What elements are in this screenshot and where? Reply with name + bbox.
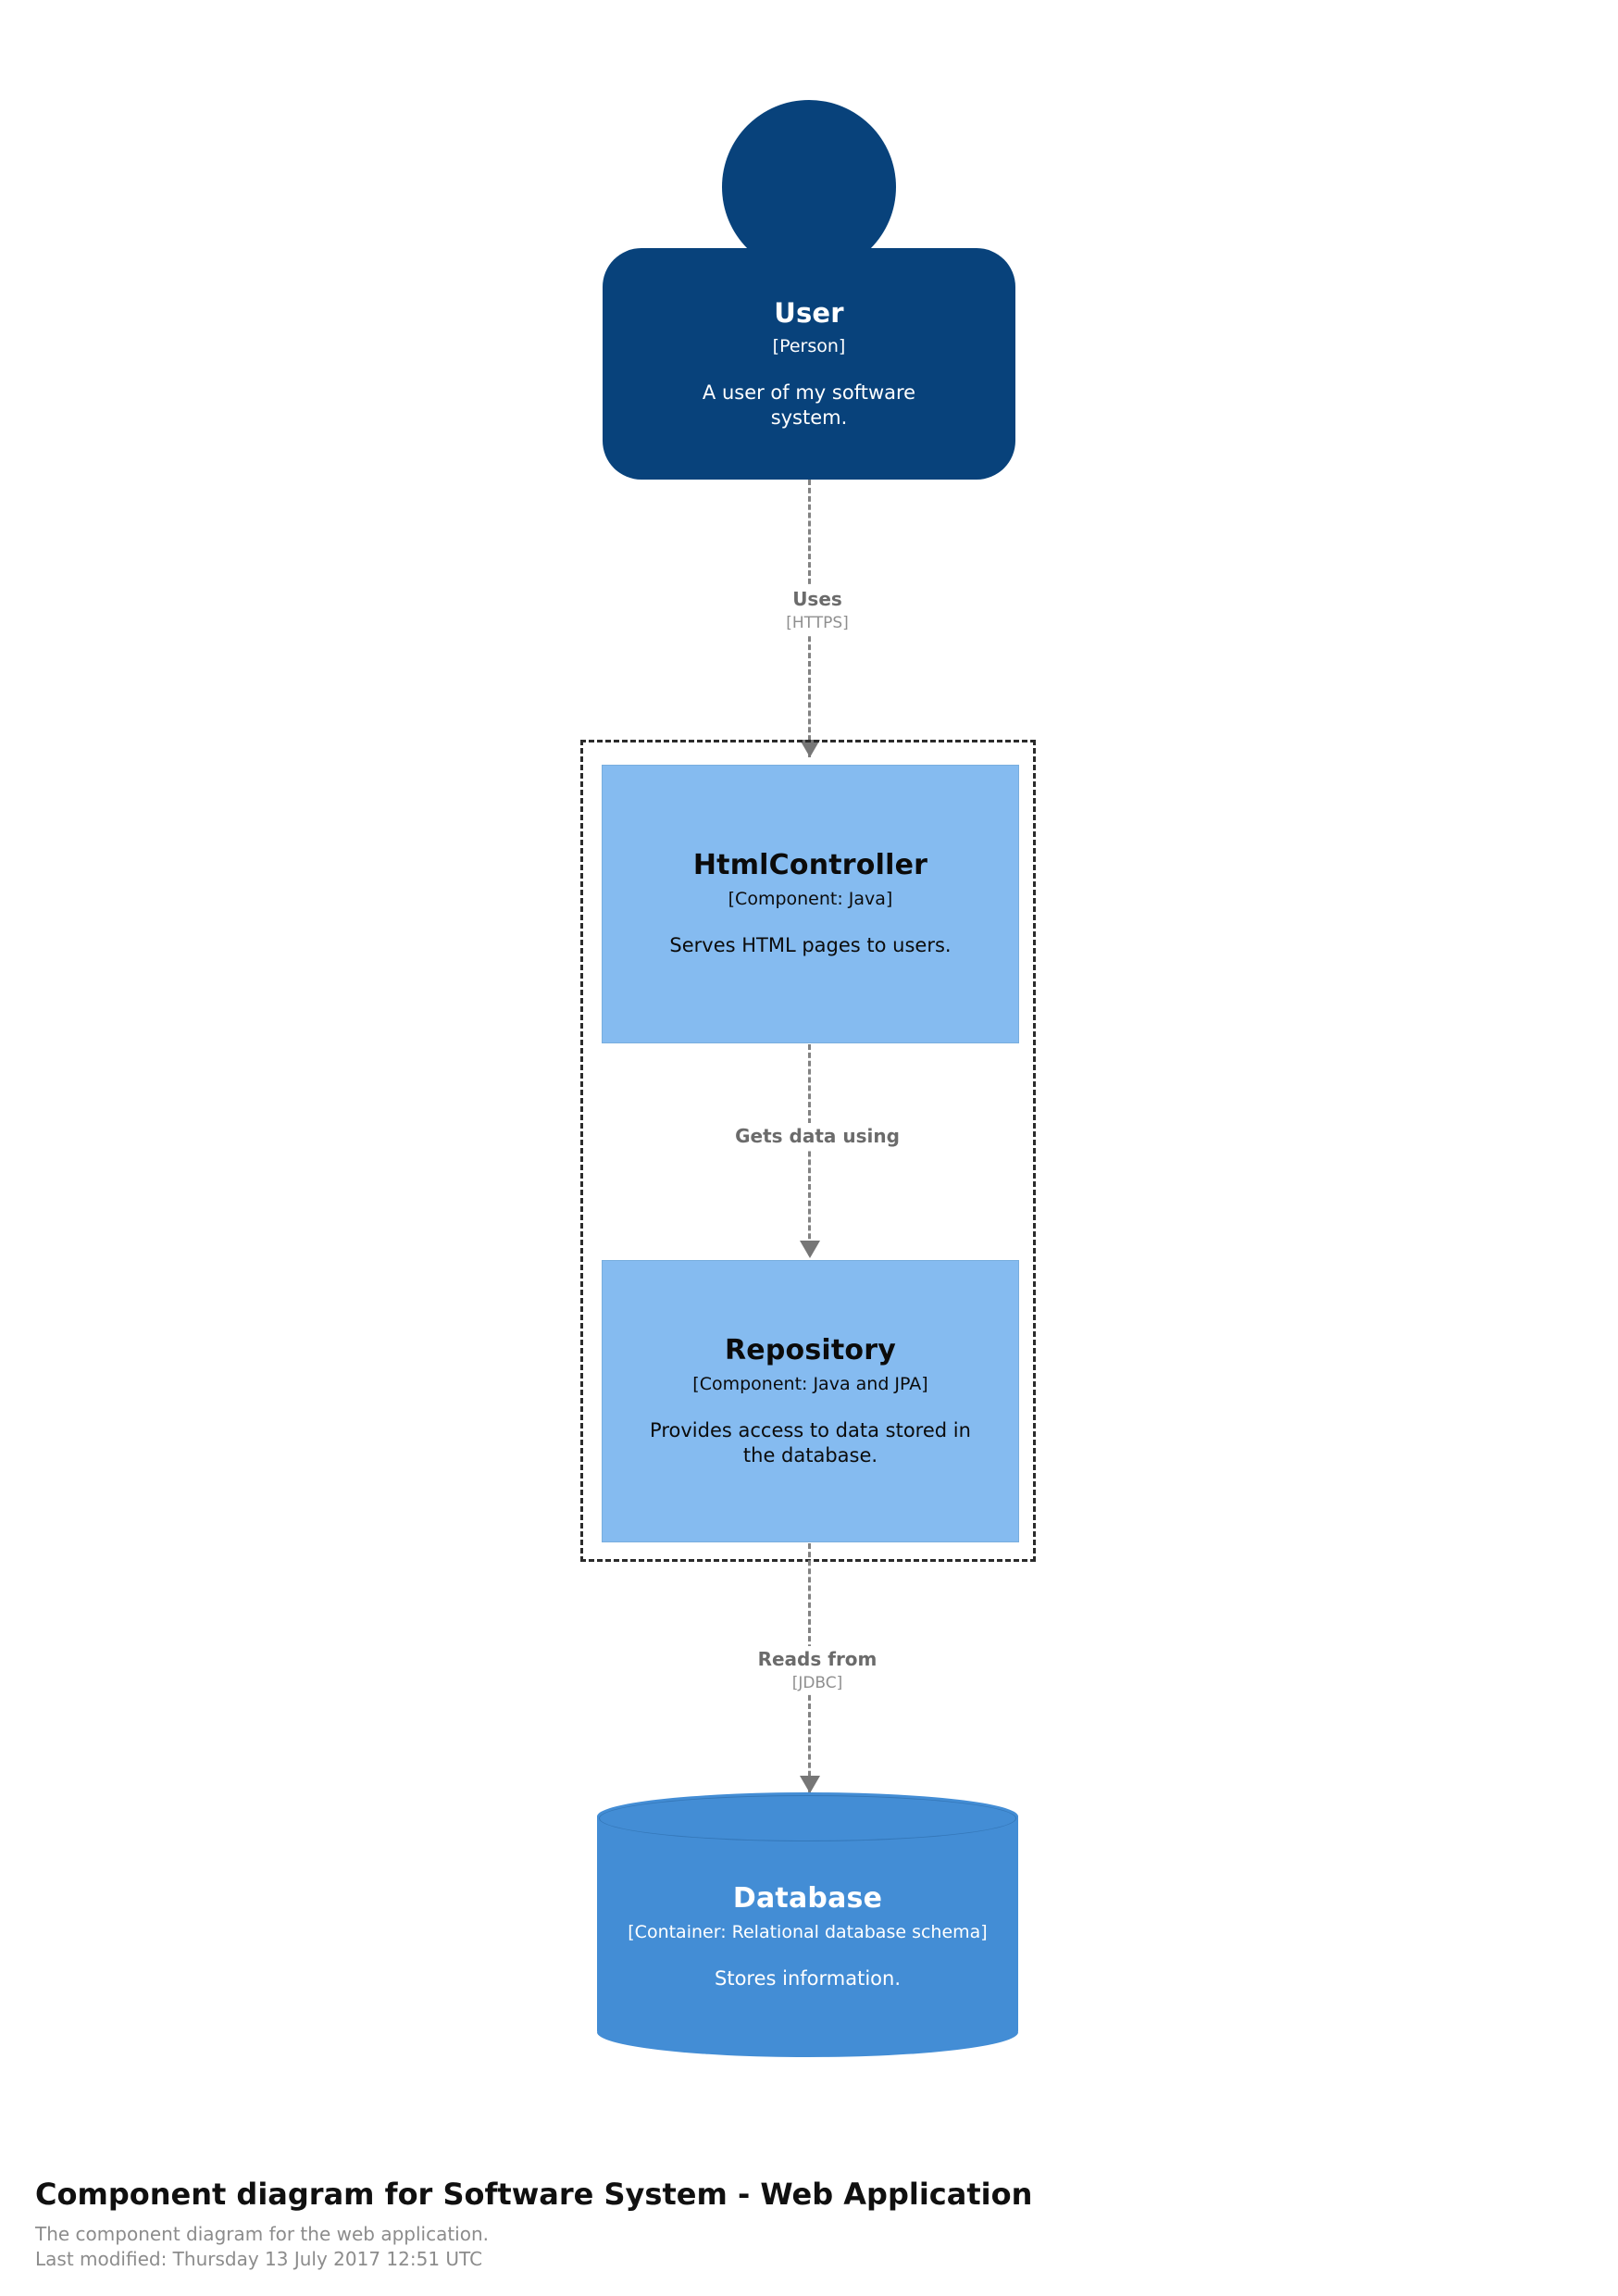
node-html-controller-name: HtmlController: [692, 849, 928, 882]
relationship-uses-label: Uses [HTTPS]: [669, 586, 965, 634]
diagram-footer: Component diagram for Software System - …: [35, 2176, 1424, 2272]
node-repository-labels: Repository [Component: Java and JPA] Pro…: [603, 1261, 1018, 1541]
node-repository[interactable]: Repository [Component: Java and JPA] Pro…: [602, 1260, 1019, 1542]
diagram-description: The component diagram for the web applic…: [35, 2223, 490, 2245]
relationship-gets-data-using-label: Gets data using: [669, 1123, 965, 1149]
node-html-controller-tech: [Component: Java]: [728, 889, 893, 910]
relationship-uses-description: Uses: [792, 588, 842, 610]
relationship-gets-data-using-line: [808, 1044, 811, 1255]
relationship-uses-technology: [HTTPS]: [786, 614, 849, 632]
node-repository-name: Repository: [725, 1333, 896, 1366]
node-user[interactable]: User [Person] A user of my software syst…: [603, 100, 1015, 480]
diagram-last-modified: Last modified: Thursday 13 July 2017 12:…: [35, 2248, 483, 2270]
relationship-gets-data-using-arrow-icon: [800, 1241, 820, 1258]
node-html-controller-labels: HtmlController [Component: Java] Serves …: [603, 766, 1018, 1042]
relationship-reads-from-label: Reads from [JDBC]: [669, 1646, 965, 1694]
node-html-controller[interactable]: HtmlController [Component: Java] Serves …: [602, 765, 1019, 1043]
node-database[interactable]: Database [Container: Relational database…: [597, 1792, 1018, 2081]
cylinder-body-shape: [597, 1816, 1018, 2031]
node-repository-tech: [Component: Java and JPA]: [692, 1373, 928, 1394]
relationship-uses-arrow-icon: [800, 740, 820, 757]
relationship-gets-data-using-description: Gets data using: [735, 1125, 900, 1147]
node-repository-description: Provides access to data stored in the da…: [650, 1418, 971, 1466]
person-body-shape: [603, 248, 1015, 480]
node-html-controller-description: Serves HTML pages to users.: [669, 934, 952, 957]
relationship-reads-from-arrow-icon: [800, 1776, 820, 1793]
person-head-icon: [722, 100, 896, 274]
cylinder-rim-line: [599, 1795, 1016, 1841]
relationship-reads-from-description: Reads from: [757, 1648, 877, 1670]
relationship-reads-from-technology: [JDBC]: [791, 1674, 843, 1692]
diagram-title: Component diagram for Software System - …: [35, 2177, 1033, 2212]
